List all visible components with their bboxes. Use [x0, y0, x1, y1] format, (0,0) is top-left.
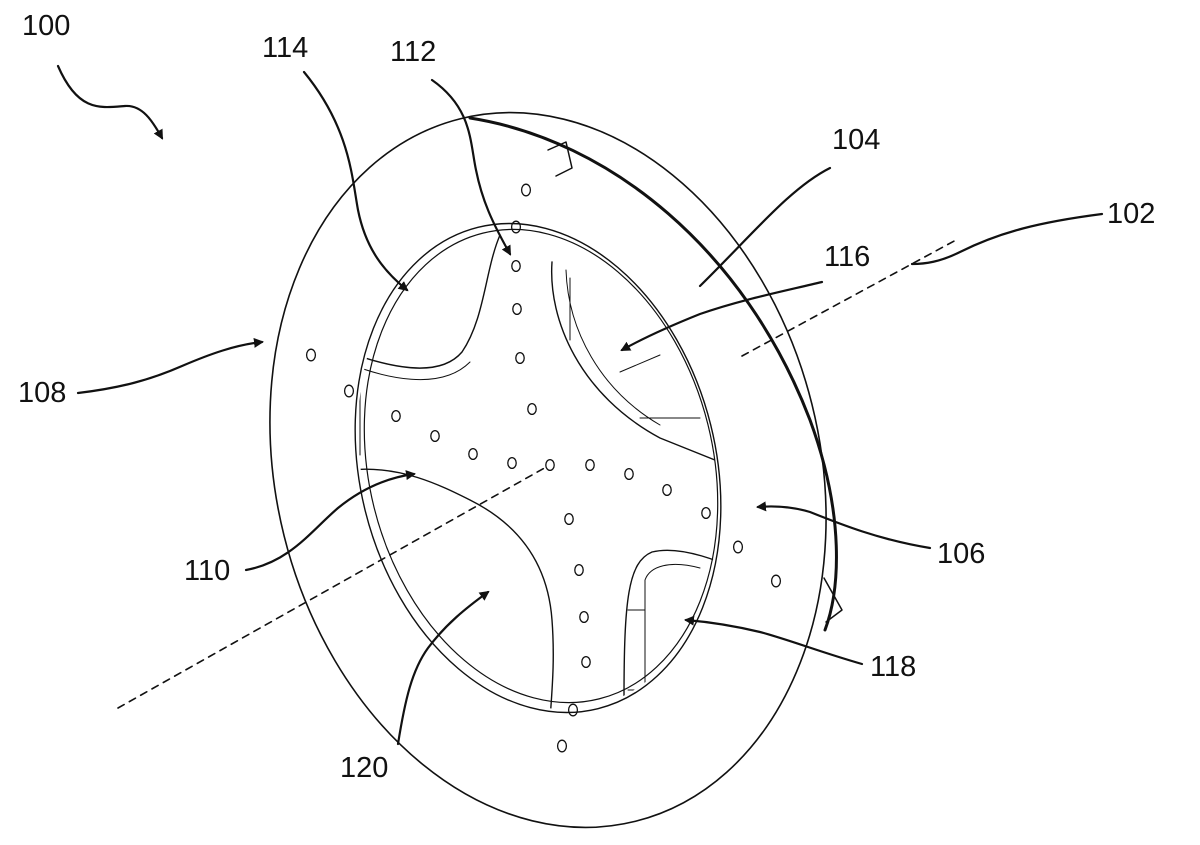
inner-rim-outer: [354, 222, 722, 714]
leader-120: [396, 590, 490, 746]
center-axis: [117, 239, 957, 709]
leader-102: [910, 212, 1104, 266]
leader-100: [56, 64, 164, 140]
ref-label-lower-left-opening: 120: [340, 752, 389, 784]
rear-tab-top: [547, 141, 573, 177]
flange-outer-rim: [269, 111, 827, 829]
leader-106: [756, 501, 932, 550]
ref-label-inner-rim: 110: [184, 555, 231, 587]
leader-108: [76, 337, 264, 395]
ref-label-upper-left-opening: 114: [262, 32, 309, 64]
flange-holes: [305, 183, 782, 753]
ref-label-upper-right-opening: 116: [824, 241, 871, 273]
flange-outer-edge: [468, 116, 838, 632]
ref-label-lower-right-opening: 118: [870, 651, 917, 683]
spoke-holes: [391, 259, 711, 669]
ref-label-axis: 102: [1107, 198, 1156, 230]
leader-116: [620, 280, 824, 352]
ref-label-outer-edge: 104: [832, 124, 881, 156]
ref-label-flange-outer-rim: 108: [18, 377, 67, 409]
leader-104: [698, 166, 832, 288]
leader-114: [302, 70, 409, 292]
leader-lines: [56, 64, 1104, 746]
leader-118: [684, 615, 864, 666]
leader-112: [430, 78, 512, 256]
rear-tab-bottom: [823, 577, 843, 623]
ref-label-assembly: 100: [22, 10, 71, 42]
ref-label-flange-face: 106: [937, 538, 986, 570]
ref-label-hole-row: 112: [390, 36, 437, 68]
leader-110: [244, 470, 416, 572]
inner-rim-inner: [363, 228, 719, 704]
